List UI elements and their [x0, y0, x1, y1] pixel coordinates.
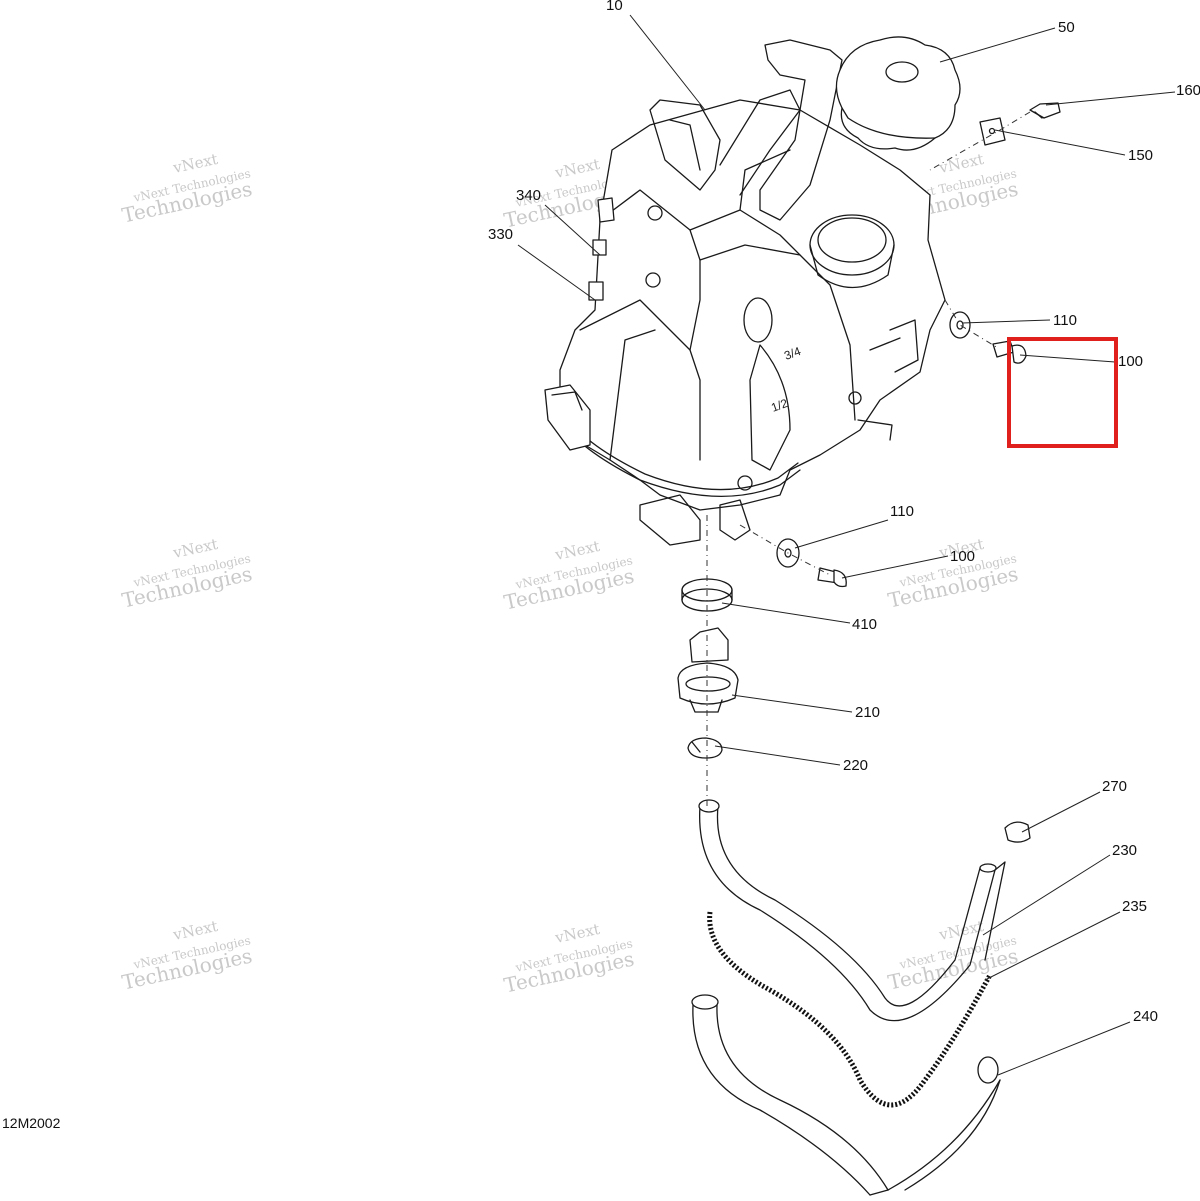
- tank-mark-three-quarter: 3/4: [782, 344, 803, 363]
- tank-mark-half: 1/2: [769, 396, 790, 415]
- svg-text:vNext: vNext: [937, 150, 986, 177]
- assembly-axes: [706, 111, 1031, 806]
- svg-text:vNext: vNext: [171, 150, 220, 177]
- watermark-6: vNext vNext Technologies Technologies: [886, 535, 1020, 613]
- svg-text:vNext: vNext: [553, 537, 602, 564]
- callout-labels: 10 50 160 150 340 330 110 100 110 100 41…: [488, 0, 1200, 1025]
- hose-230: [984, 861, 1006, 961]
- hose-240: [691, 994, 1001, 1196]
- watermark-8: vNext vNext Technologies Technologies: [502, 920, 636, 998]
- clamp-270: [1004, 821, 1031, 843]
- callout-270: 270: [1102, 778, 1127, 795]
- callout-150: 150: [1128, 147, 1153, 164]
- callout-110-lower: 110: [890, 503, 914, 520]
- svg-text:vNext: vNext: [171, 917, 220, 944]
- callout-100-lower: 100: [950, 548, 975, 565]
- fuel-cap: [835, 36, 961, 151]
- callout-100-upper: 100: [1118, 353, 1143, 370]
- callout-330: 330: [488, 226, 513, 243]
- callout-160: 160: [1176, 82, 1200, 99]
- callout-220: 220: [843, 757, 868, 774]
- watermark-4: vNext vNext Technologies Technologies: [120, 535, 254, 613]
- callout-50: 50: [1058, 19, 1075, 36]
- callout-110-upper: 110: [1053, 312, 1077, 329]
- callout-235: 235: [1122, 898, 1147, 915]
- hose-upper: [698, 799, 997, 1022]
- washer-110-upper: [949, 311, 971, 339]
- screw-160: [1029, 102, 1061, 119]
- callout-10: 10: [606, 0, 623, 14]
- callout-410: 410: [852, 616, 877, 633]
- watermark-5: vNext vNext Technologies Technologies: [502, 537, 636, 615]
- callout-210: 210: [855, 704, 880, 721]
- watermark-1: vNext vNext Technologies Technologies: [120, 150, 254, 228]
- clip-150: [979, 117, 1006, 146]
- watermark-7: vNext vNext Technologies Technologies: [120, 917, 254, 995]
- callout-230: 230: [1112, 842, 1137, 859]
- callout-340: 340: [516, 187, 541, 204]
- drawing-code: 12M2002: [2, 1115, 61, 1131]
- fuel-valve-210: [677, 627, 739, 713]
- callout-240: 240: [1133, 1008, 1158, 1025]
- fuel-tank: 3/4 1/2: [544, 39, 946, 546]
- highlight-box: [1007, 337, 1118, 448]
- clamp-220: [687, 737, 723, 759]
- svg-text:vNext: vNext: [553, 920, 602, 947]
- svg-text:vNext: vNext: [171, 535, 220, 562]
- spring-235: [707, 911, 993, 1108]
- leader-lines: [517, 14, 1176, 1076]
- svg-text:vNext: vNext: [553, 155, 602, 182]
